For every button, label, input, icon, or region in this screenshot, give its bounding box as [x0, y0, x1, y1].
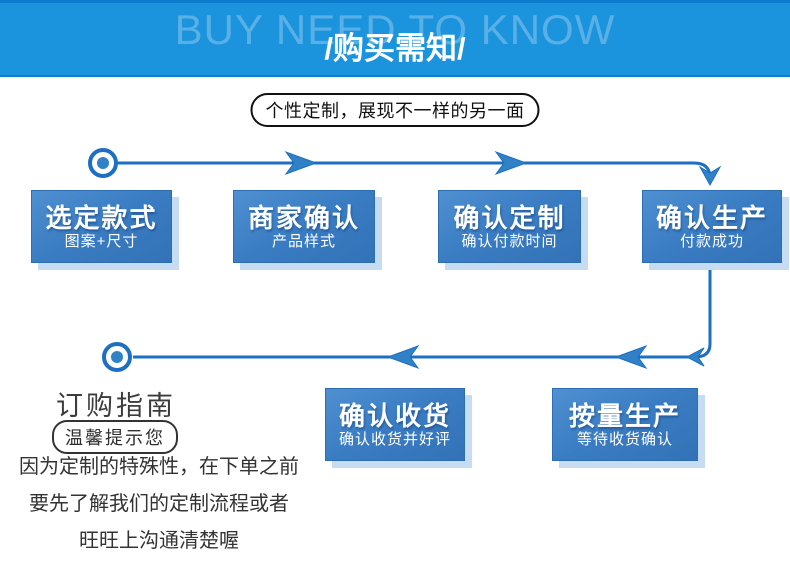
guide-text-line: 因为定制的特殊性，在下单之前 — [19, 456, 299, 478]
step-title: 选定款式 — [45, 202, 158, 233]
step-subtitle: 等待收货确认 — [576, 430, 673, 448]
banner-background-text: BUY NEED TO KNOW — [174, 6, 616, 53]
flow-start-node-dot-icon — [97, 157, 109, 169]
right-down-connector-line — [694, 265, 712, 359]
flow-step-confirm-receipt: 确认收货 确认收货并好评 — [325, 388, 465, 461]
step-subtitle: 图案+尺寸 — [64, 232, 139, 250]
arrow-left-icon — [386, 344, 420, 370]
guide-heading: 订购指南 — [56, 391, 176, 421]
step-title: 确认定制 — [453, 202, 566, 233]
step-subtitle: 确认收货并好评 — [338, 430, 451, 448]
arrow-right-icon — [284, 150, 318, 176]
flow-step-seller-confirm: 商家确认 产品样式 — [233, 190, 375, 263]
flow-end-node-icon — [102, 342, 132, 372]
arrow-right-icon — [494, 150, 528, 176]
guide-badge: 温馨提示您 — [52, 420, 178, 454]
top-connector-line — [116, 161, 712, 179]
step-title: 商家确认 — [247, 202, 360, 233]
banner-title: /购买需知/ — [324, 31, 466, 66]
flow-start-node-icon — [88, 148, 118, 178]
flow-step-produce-by-quantity: 按量生产 等待收货确认 — [552, 388, 698, 461]
guide-text: 因为定制的特殊性，在下单之前 要先了解我们的定制流程或者 旺旺上沟通清楚喔 — [0, 456, 318, 567]
flow-step-confirm-customization: 确认定制 确认付款时间 — [438, 190, 581, 263]
arrow-left-icon — [614, 344, 648, 370]
step-subtitle: 付款成功 — [679, 232, 744, 250]
flow-end-node-dot-icon — [111, 351, 123, 363]
step-subtitle: 产品样式 — [271, 232, 336, 250]
guide-text-line: 要先了解我们的定制流程或者 — [29, 493, 289, 515]
arrow-down-icon — [698, 165, 722, 187]
step-title: 按量生产 — [568, 400, 681, 431]
step-subtitle: 确认付款时间 — [461, 232, 558, 250]
banner: BUY NEED TO KNOW /购买需知/ — [0, 0, 790, 77]
arrow-left-small-icon — [685, 347, 705, 367]
step-title: 确认收货 — [338, 400, 451, 431]
step-title: 确认生产 — [655, 202, 768, 233]
flow-step-confirm-production: 确认生产 付款成功 — [642, 190, 782, 263]
guide-text-line: 旺旺上沟通清楚喔 — [79, 530, 239, 552]
tagline-pill: 个性定制，展现不一样的另一面 — [250, 93, 540, 127]
flow-step-select-style: 选定款式 图案+尺寸 — [31, 190, 172, 263]
